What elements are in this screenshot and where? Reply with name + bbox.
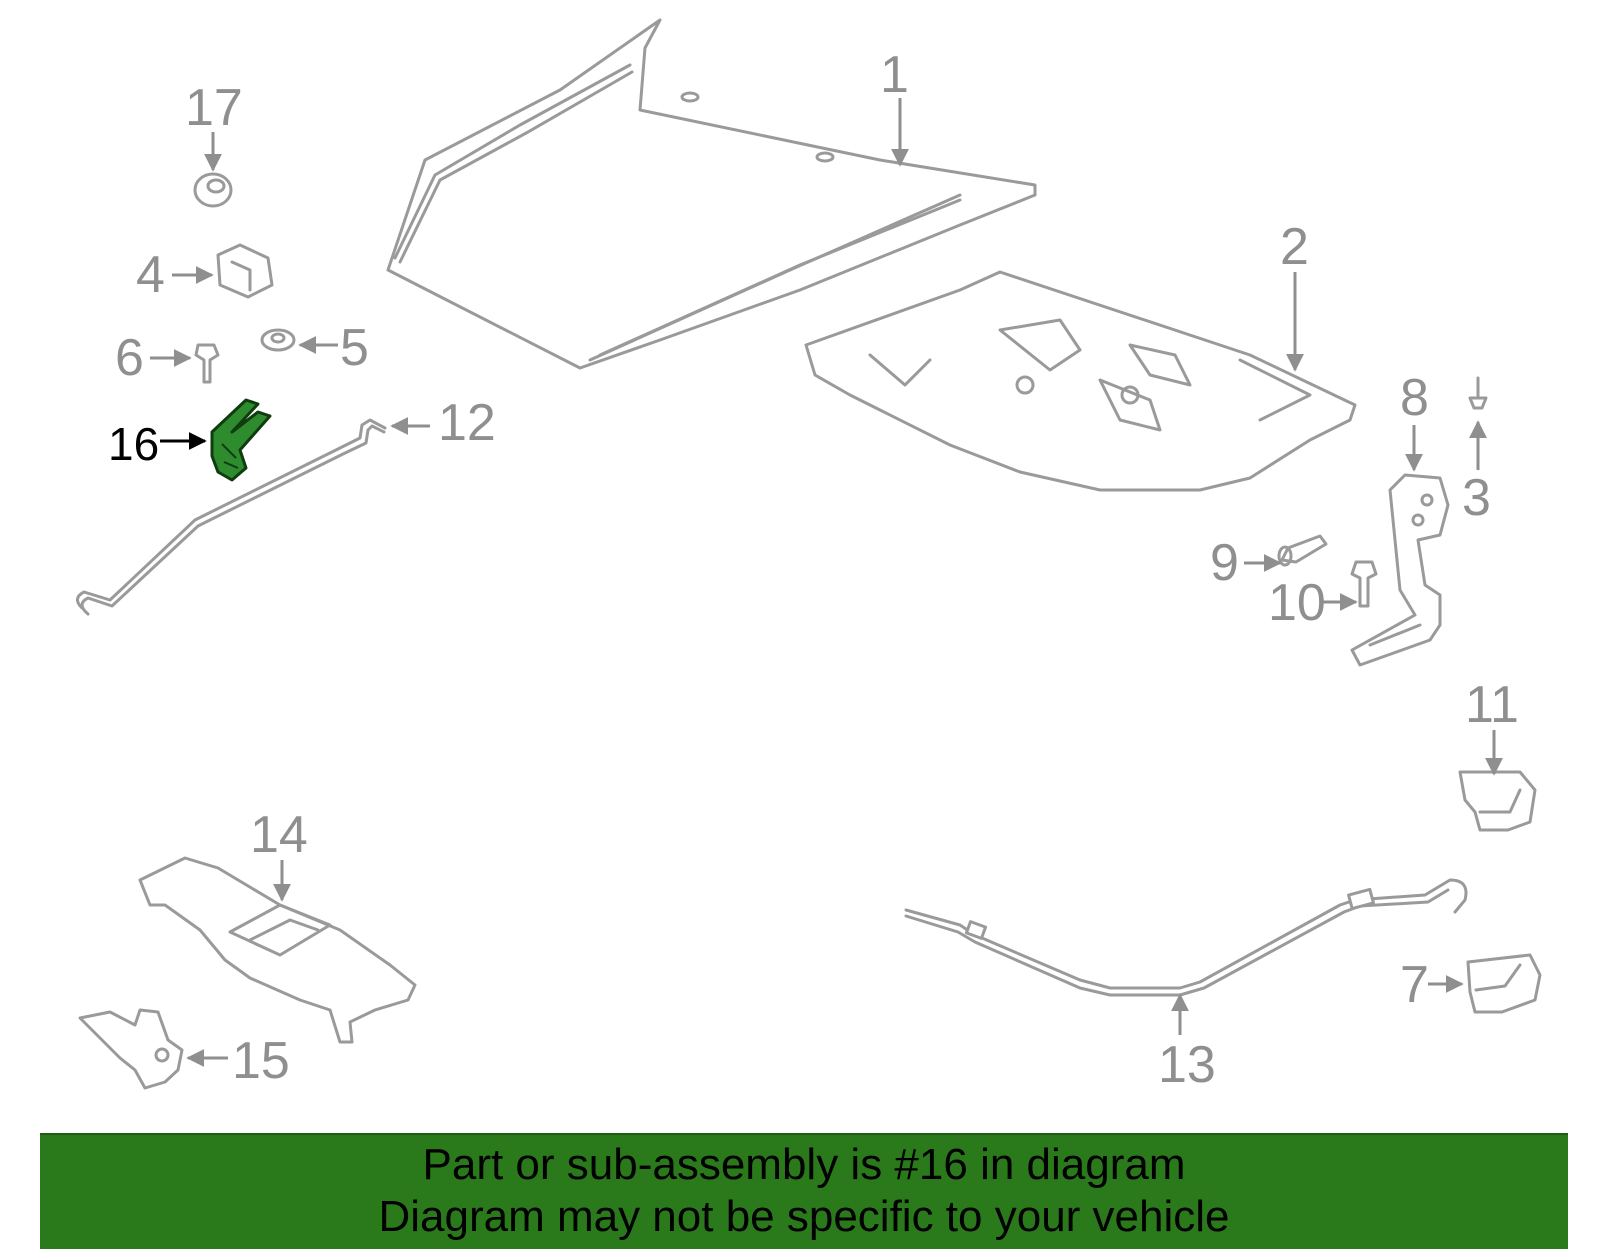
- part-bolt-9: [1277, 534, 1328, 567]
- part-release-cable: [904, 878, 1468, 997]
- callout-1: 1: [880, 46, 909, 104]
- part-latch-support: [138, 856, 417, 1044]
- part-bracket-4: [216, 243, 274, 299]
- part-clip-16-highlighted: [210, 398, 272, 482]
- callout-4: 4: [136, 246, 165, 304]
- info-banner: Part or sub-assembly is #16 in diagram D…: [40, 1133, 1568, 1249]
- callout-15: 15: [232, 1032, 290, 1090]
- callout-11: 11: [1465, 676, 1519, 734]
- callout-16: 16: [108, 418, 159, 470]
- part-prop-rod: [76, 418, 387, 616]
- part-bolt-10: [1350, 560, 1378, 608]
- part-clip-3: [1468, 376, 1488, 410]
- part-nut-5: [260, 328, 296, 352]
- part-latch: [78, 1008, 184, 1090]
- callout-9: 9: [1210, 534, 1239, 592]
- callout-6: 6: [115, 329, 144, 387]
- part-hood: [386, 18, 1037, 370]
- callout-8: 8: [1400, 369, 1429, 427]
- part-bumper-17: [193, 172, 233, 208]
- callout-12: 12: [438, 394, 496, 452]
- callout-17: 17: [185, 79, 243, 137]
- banner-line-part: Part or sub-assembly is #16 in diagram: [422, 1140, 1186, 1189]
- part-bumper-7: [1466, 953, 1542, 1014]
- part-hinge: [1350, 473, 1450, 667]
- banner-line-disclaimer: Diagram may not be specific to your vehi…: [378, 1192, 1230, 1241]
- callout-10: 10: [1268, 574, 1326, 632]
- callout-13: 13: [1158, 1036, 1216, 1094]
- part-bumper-11: [1458, 770, 1537, 832]
- callout-14: 14: [250, 806, 308, 864]
- callout-5: 5: [340, 319, 369, 377]
- part-hood-insulator: [804, 270, 1357, 492]
- part-pin-6: [194, 343, 220, 384]
- callout-7: 7: [1400, 956, 1429, 1014]
- callout-3: 3: [1462, 469, 1491, 527]
- callout-2: 2: [1280, 218, 1309, 276]
